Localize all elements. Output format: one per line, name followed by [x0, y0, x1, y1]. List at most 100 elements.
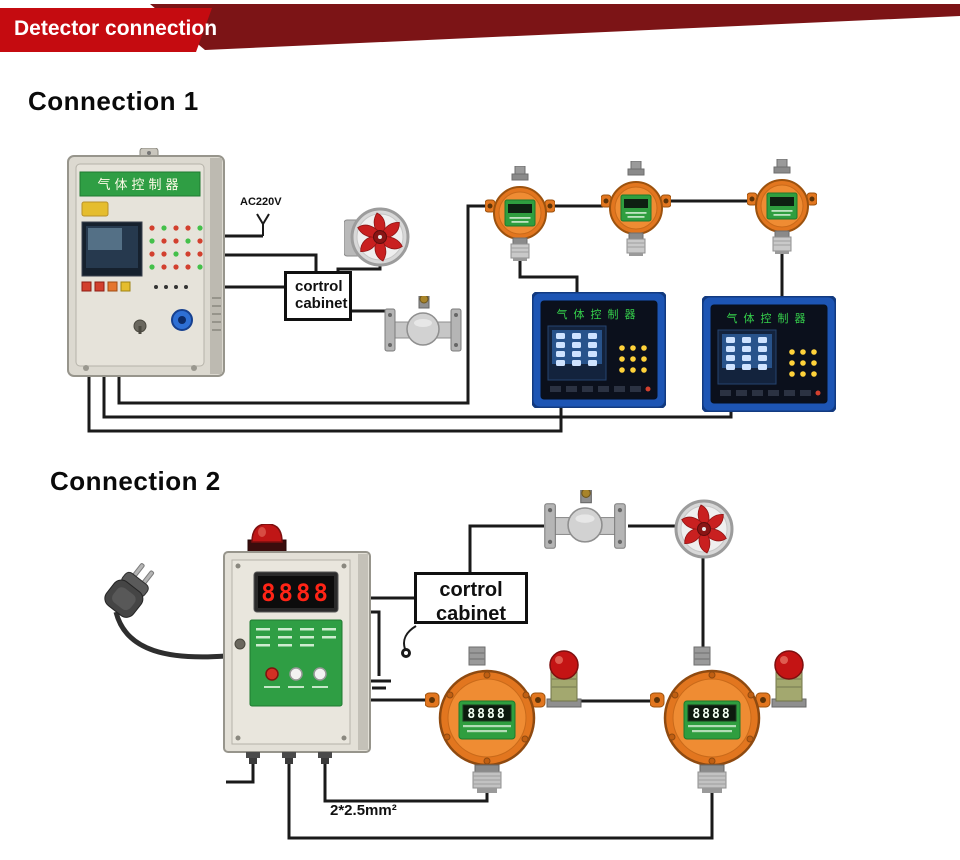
function-buttons: [81, 281, 188, 292]
sensor-fins: [511, 247, 529, 253]
conduit-nut: [511, 173, 529, 181]
valve-highlight: [575, 514, 595, 523]
flange-bolts: [388, 313, 458, 347]
valve-flange-right: [450, 308, 462, 352]
alarm-beacon-icon: [251, 523, 283, 543]
gas-detector-small-1: [484, 165, 556, 267]
valve-body: [567, 507, 603, 543]
plug-grip: [112, 587, 136, 611]
ear-hole: [809, 196, 815, 202]
wire-segment: [87, 376, 563, 433]
lcd-glow: [88, 228, 122, 250]
valve-knob: [581, 488, 591, 498]
wire-segment: [368, 610, 381, 676]
wire-segment: [287, 755, 714, 840]
exhaust-fan-device-2: [668, 496, 734, 567]
blue-controller-panel-2: 气体控制器: [700, 294, 838, 417]
label-text-row: [463, 725, 511, 728]
detector-display: [770, 197, 794, 206]
gas-detector-large-2: 8888: [649, 645, 825, 800]
sensor-cylinder: [626, 238, 646, 254]
led-display: 8888: [261, 579, 331, 607]
label-text-row: [627, 216, 645, 218]
ear-hole: [760, 697, 766, 703]
banner-background: [0, 8, 212, 52]
ear-hole: [654, 697, 660, 703]
panel-title: 气体控制器: [727, 311, 812, 325]
cable-glands: [246, 752, 332, 764]
sensor-tip: [775, 251, 789, 254]
sensor-neck: [512, 237, 528, 245]
valve-flange-left: [384, 308, 396, 352]
detector-display: [687, 704, 737, 722]
conduit-bands: [694, 652, 710, 660]
body-bolts: [668, 671, 755, 765]
ear-hole: [663, 198, 669, 204]
section-heading-connection2: Connection 2: [50, 466, 221, 496]
dome-highlight: [780, 656, 788, 664]
exhaust-fan-device: [343, 204, 410, 275]
screen-keys: [726, 337, 767, 370]
wire-segment: [226, 755, 255, 784]
sensor-fins: [773, 240, 791, 246]
ear-hole: [749, 196, 755, 202]
label-text-row: [509, 217, 531, 219]
cabinet-label-line1: cortrol: [295, 278, 343, 295]
ear-hole: [487, 203, 493, 209]
sensor-neck: [628, 232, 644, 240]
detector-display: [508, 204, 532, 213]
sensor-neck: [699, 764, 725, 773]
valve-highlight: [414, 319, 432, 327]
conduit-entry: [693, 646, 711, 666]
connection1-wires: [87, 199, 784, 433]
button-labels: [264, 686, 328, 688]
sensor-tip: [513, 258, 527, 261]
gas-detector-small-2: [600, 160, 672, 262]
hanging-lead: [403, 625, 417, 650]
ear-hole: [429, 697, 435, 703]
fan-hub-dot: [378, 235, 382, 239]
controller-side: [210, 158, 222, 374]
solenoid-valve-device: [383, 294, 463, 369]
panel-title: 气体控制器: [557, 307, 642, 321]
screen-keys: [556, 333, 597, 366]
sensor-fins: [627, 242, 645, 248]
power-plug-device: [80, 552, 160, 637]
alarm-dome-icon: [549, 650, 579, 680]
blue-knob-center: [178, 316, 186, 324]
keyhole-slot: [138, 326, 142, 334]
cabinet-label-line1: cortrol: [439, 579, 503, 601]
sensor-tip: [629, 253, 643, 256]
indicator-leds: [149, 225, 203, 270]
screw-icon: [235, 563, 241, 569]
screw-icon: [235, 735, 241, 741]
conduit-nut: [627, 168, 645, 176]
alarm-controller-device: 8888: [220, 523, 374, 769]
conduit-nut: [773, 166, 791, 174]
label-text-row: [625, 212, 647, 214]
keyhole-icon: [234, 638, 246, 650]
vent-slots: [212, 297, 221, 331]
control-cabinet-box-1: cortrol cabinet: [284, 271, 352, 321]
label-text-row: [692, 730, 732, 733]
wire-segment: [117, 204, 486, 405]
label-text-row: [773, 214, 791, 216]
blue-controller-panel-1: 气体控制器: [530, 290, 668, 413]
wire-segment: [323, 755, 489, 803]
power-plug-icon: [104, 563, 155, 618]
panel-text-rows: [256, 628, 336, 647]
sensor-cylinder: [510, 243, 530, 259]
sensor-fins: [473, 775, 501, 785]
beacon-highlight: [258, 527, 266, 537]
status-leds: [789, 349, 817, 377]
panel-power-led: [645, 386, 651, 392]
valve-flange-right: [614, 503, 626, 549]
label-text-row: [511, 221, 529, 223]
ear-hole: [535, 697, 541, 703]
valve-body: [406, 312, 440, 346]
dome-highlight: [555, 656, 563, 664]
solenoid-valve-device-2: [541, 488, 629, 567]
controller-title: 气体控制器: [97, 177, 182, 193]
